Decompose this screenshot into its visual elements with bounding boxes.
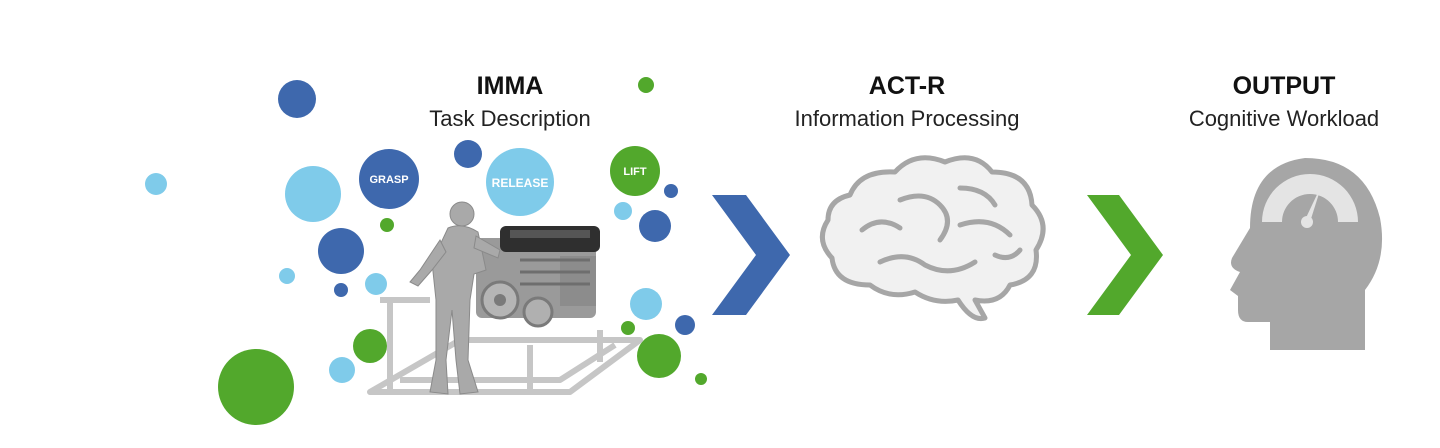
bubble xyxy=(145,173,167,195)
assembly-scene-illustration xyxy=(367,201,643,395)
output-title: OUTPUT xyxy=(1232,72,1336,100)
bubble xyxy=(638,77,654,93)
chevron-right-icon xyxy=(1087,195,1163,315)
head-gauge-icon xyxy=(1230,158,1383,350)
actr-title: ACT-R xyxy=(868,72,946,100)
actr-subtitle: Information Processing xyxy=(794,106,1020,131)
bubble xyxy=(675,315,695,335)
bubble xyxy=(637,334,681,378)
bubble xyxy=(630,288,662,320)
bubble xyxy=(365,273,387,295)
grasp-bubble: GRASP xyxy=(359,149,419,209)
bubble xyxy=(380,218,394,232)
output-subtitle: Cognitive Workload xyxy=(1188,106,1380,131)
worker-figure xyxy=(409,201,501,395)
bubble xyxy=(614,202,632,220)
bubble xyxy=(285,166,341,222)
bubble xyxy=(278,80,316,118)
bubble xyxy=(218,349,294,425)
bubble xyxy=(353,329,387,363)
bubble xyxy=(695,373,707,385)
bubble xyxy=(318,228,364,274)
bubble xyxy=(454,140,482,168)
lift-label: LIFT xyxy=(623,166,646,178)
brain-icon xyxy=(819,155,1046,322)
bubble xyxy=(329,357,355,383)
bubble xyxy=(664,184,678,198)
bubble xyxy=(279,268,295,284)
release-label: RELEASE xyxy=(492,176,549,190)
chevron-right-icon xyxy=(712,195,790,315)
bubble xyxy=(621,321,635,335)
engine-block xyxy=(476,226,600,328)
imma-title: IMMA xyxy=(476,72,544,100)
grasp-label: GRASP xyxy=(369,174,408,186)
release-bubble: RELEASE xyxy=(486,148,554,216)
bubble xyxy=(639,210,671,242)
bubble xyxy=(334,283,348,297)
lift-bubble: LIFT xyxy=(610,146,660,196)
imma-subtitle: Task Description xyxy=(429,106,591,131)
bubble-cluster xyxy=(145,77,707,425)
